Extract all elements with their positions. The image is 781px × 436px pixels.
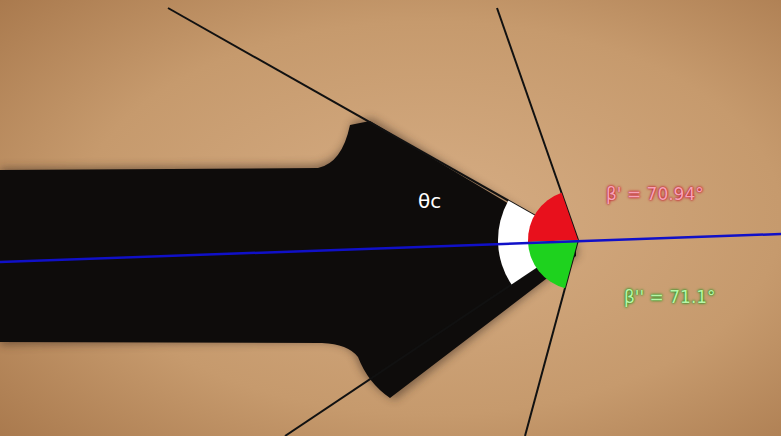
axis-line	[0, 234, 781, 262]
angle-sector	[528, 193, 578, 242]
angle-label: β'' = 71.1°	[624, 288, 716, 307]
angle-sector	[528, 240, 578, 288]
angle-label: θc	[418, 190, 441, 212]
angle-label: β' = 70.94°	[606, 185, 704, 204]
